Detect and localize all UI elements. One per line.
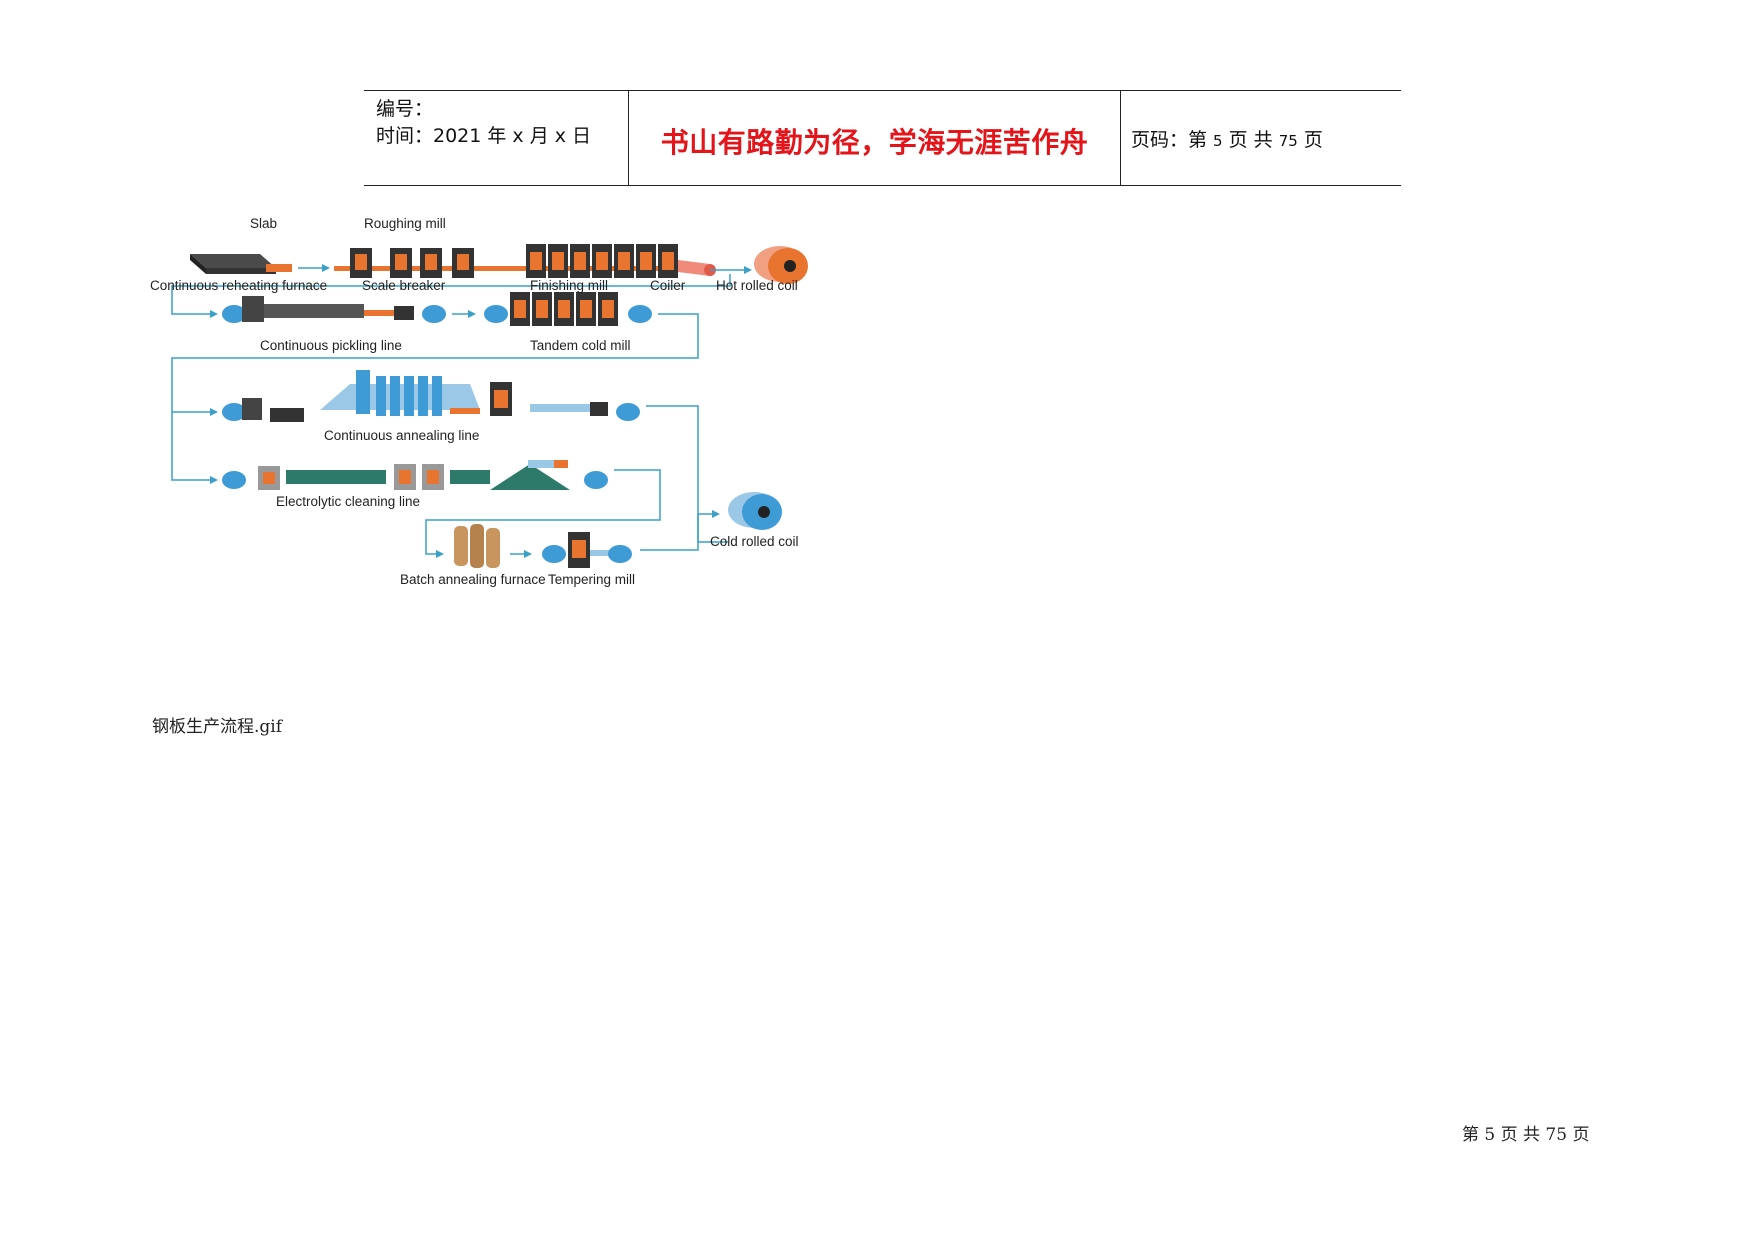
arrowhead [468,310,476,318]
label-coiler: Coiler [650,278,686,293]
number-label: 编号： [376,98,434,120]
arrowhead [524,550,532,558]
label-annealing-line: Continuous annealing line [324,428,479,443]
label-cleaning-line: Electrolytic cleaning line [276,494,420,509]
arrowhead [210,476,218,484]
header-meta-cell: 编号： 时间：2021 年 x 月 x 日 [364,91,628,185]
connector-line [646,405,728,543]
connector-line [171,313,699,481]
label-tempering-mill: Tempering mill [548,572,635,587]
pickling-line [222,296,446,323]
label-tandem-cold-mill: Tandem cold mill [530,338,631,353]
label-furnace: Continuous reheating furnace [150,278,327,293]
arrowhead [210,408,218,416]
arrowhead [712,510,720,518]
label-scale-breaker: Scale breaker [362,278,446,293]
tandem-cold-mill [484,292,652,326]
arrowhead [744,266,752,274]
reheating-furnace [190,254,276,274]
document-header: 编号： 时间：2021 年 x 月 x 日 书山有路勤为径，学海无涯苦作舟 页码… [364,90,1401,186]
header-motto-cell: 书山有路勤为径，学海无涯苦作舟 [628,91,1121,185]
label-batch-annealing: Batch annealing furnace [400,572,546,587]
connector-line [171,269,731,315]
motto: 书山有路勤为径，学海无涯苦作舟 [660,126,1089,159]
label-pickling-line: Continuous pickling line [260,338,402,353]
connector-line [640,514,699,551]
figure-caption: 钢板生产流程.gif [152,717,283,737]
arrowhead [436,550,444,558]
batch-annealing-furnace [454,524,500,568]
roughing-mill [350,248,474,278]
page-prefix: 页码：第 [1131,129,1214,151]
arrowhead [210,310,218,318]
steel-production-flow-diagram: Slab Roughing mill Continuous reheating … [150,216,808,587]
arrowhead [322,264,330,272]
label-slab: Slab [250,216,277,231]
electrolytic-cleaning-line [222,460,608,490]
hot-strip [334,266,684,271]
hot-rolled-coil-icon [754,246,808,284]
coiler [678,260,716,276]
label-cold-rolled-coil: Cold rolled coil [710,534,799,549]
connector-line [425,469,661,555]
tempering-mill [542,532,632,568]
page-total: 75 [1278,132,1298,150]
label-roughing-mill: Roughing mill [364,216,446,231]
label-finishing-mill: Finishing mill [530,278,608,293]
cold-rolled-coil-icon [728,492,782,530]
page-indicator: 页码：第 5 页 共 75 页 [1131,125,1323,152]
page-suffix: 页 [1297,129,1323,151]
time-label: 时间：2021 年 x 月 x 日 [376,125,592,147]
finishing-mill [526,244,678,278]
continuous-annealing-line [222,370,640,422]
page-middle: 页 共 [1222,129,1279,151]
label-hot-rolled-coil: Hot rolled coil [716,278,798,293]
slab [266,264,292,272]
header-page-cell: 页码：第 5 页 共 75 页 [1119,91,1401,185]
page-footer: 第 5 页 共 75 页 [1462,1125,1590,1145]
page-current: 5 [1213,132,1223,150]
